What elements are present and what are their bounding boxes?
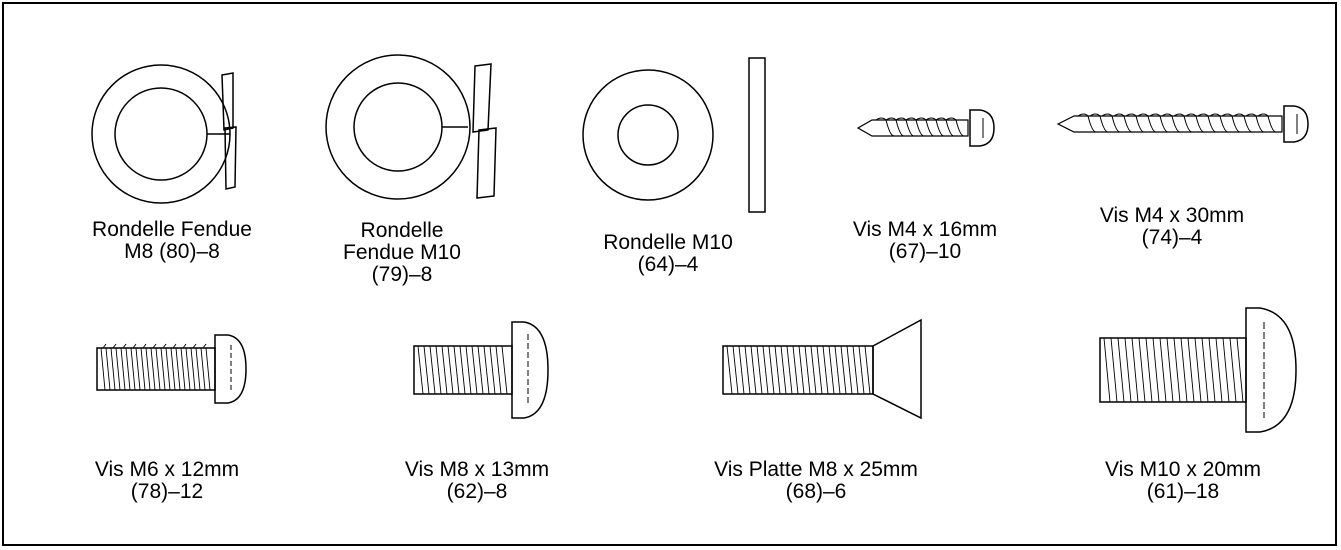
- part-name-line: Vis Platte M8 x 25mm: [714, 458, 918, 481]
- part-name-line: Vis M4 x 16mm: [852, 218, 998, 241]
- part-name-line: Vis M8 x 13mm: [404, 458, 550, 481]
- part-ref-line: (61)–18: [1146, 480, 1220, 503]
- part-ref-line: (62)–8: [446, 480, 508, 503]
- part-ref-line: (74)–4: [1141, 226, 1203, 249]
- part-ref-line: (68)–6: [785, 480, 847, 503]
- part-ref-line: (64)–4: [637, 253, 699, 276]
- part-ref-line: M8 (80)–8: [124, 240, 220, 263]
- part-ref-line: (67)–10: [888, 240, 962, 263]
- part-name-line: Rondelle Fendue: [92, 218, 252, 241]
- part-name-line: Vis M4 x 30mm: [1099, 204, 1245, 227]
- part-name-line: Fendue M10: [343, 241, 461, 264]
- part-ref-line: (78)–12: [130, 480, 204, 503]
- part-name-line: Rondelle M10: [603, 231, 733, 254]
- part-name-line: Vis M10 x 20mm: [1105, 458, 1261, 481]
- part-name-line: Rondelle: [360, 219, 444, 242]
- part-name-line: Vis M6 x 12mm: [94, 458, 240, 481]
- part-ref-line: (79)–8: [371, 263, 433, 286]
